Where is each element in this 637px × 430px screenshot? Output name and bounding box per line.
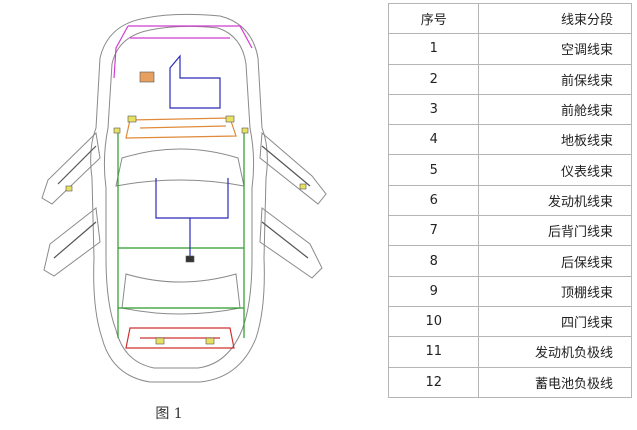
row-segment-name: 后保线束 [478, 245, 632, 277]
row-seq: 1 [387, 33, 480, 65]
front-right-door [259, 131, 327, 205]
rear-right-door [259, 207, 323, 279]
row-seq: 7 [387, 215, 480, 247]
row-seq: 8 [387, 245, 480, 277]
harness-lines [53, 25, 311, 349]
header-seq: 序号 [387, 2, 480, 35]
connectors [65, 71, 307, 345]
car-body-outline [90, 13, 268, 383]
row-seq: 5 [387, 154, 480, 186]
door-harness-lines [53, 145, 311, 259]
row-segment-name: 空调线束 [478, 33, 632, 65]
connector [155, 337, 165, 345]
ac-harness-blue [169, 54, 221, 109]
connector [113, 127, 121, 134]
rear-harness-red [125, 327, 235, 349]
front-left-door [41, 131, 101, 205]
car-body-inner [103, 25, 255, 369]
row-segment-name: 仪表线束 [478, 154, 632, 186]
dashboard-harness-green [117, 128, 245, 338]
floor-harness-blue [155, 178, 229, 258]
row-seq: 6 [387, 184, 480, 217]
connector [139, 71, 155, 83]
connector [185, 255, 195, 263]
row-seq: 11 [387, 336, 480, 368]
connector [241, 127, 249, 134]
row-seq: 2 [387, 63, 480, 95]
row-segment-name: 发动机负极线 [478, 336, 632, 368]
connector [205, 337, 215, 345]
row-segment-name: 四门线束 [478, 305, 632, 338]
row-seq: 10 [387, 305, 480, 338]
connector [65, 185, 73, 192]
connector [299, 183, 307, 190]
row-segment-name: 前保线束 [478, 63, 632, 95]
connector [127, 115, 137, 123]
row-segment-name: 发动机线束 [478, 184, 632, 217]
header-segment: 线束分段 [478, 2, 632, 35]
table-header-row: 序号 线束分段 [387, 2, 632, 35]
row-segment-name: 蓄电池负极线 [478, 366, 632, 398]
row-segment-name: 后背门线束 [478, 215, 632, 247]
figure-caption: 图 1 [155, 406, 183, 422]
row-segment-name: 前舱线束 [478, 93, 632, 126]
rear-left-door [43, 207, 101, 277]
row-seq: 3 [387, 93, 480, 126]
row-segment-name: 地板线束 [478, 124, 632, 156]
row-segment-name: 顶棚线束 [478, 275, 632, 307]
row-seq: 9 [387, 275, 480, 307]
windshield-outline [115, 148, 245, 187]
roof-harness-magenta [113, 25, 253, 79]
row-seq: 4 [387, 124, 480, 156]
connector [225, 115, 235, 123]
vehicle-harness-diagram [41, 13, 327, 383]
row-seq: 12 [387, 366, 480, 398]
doors [41, 131, 327, 279]
front-cabin-harness-orange [125, 117, 237, 139]
car-body-outer [90, 13, 268, 383]
